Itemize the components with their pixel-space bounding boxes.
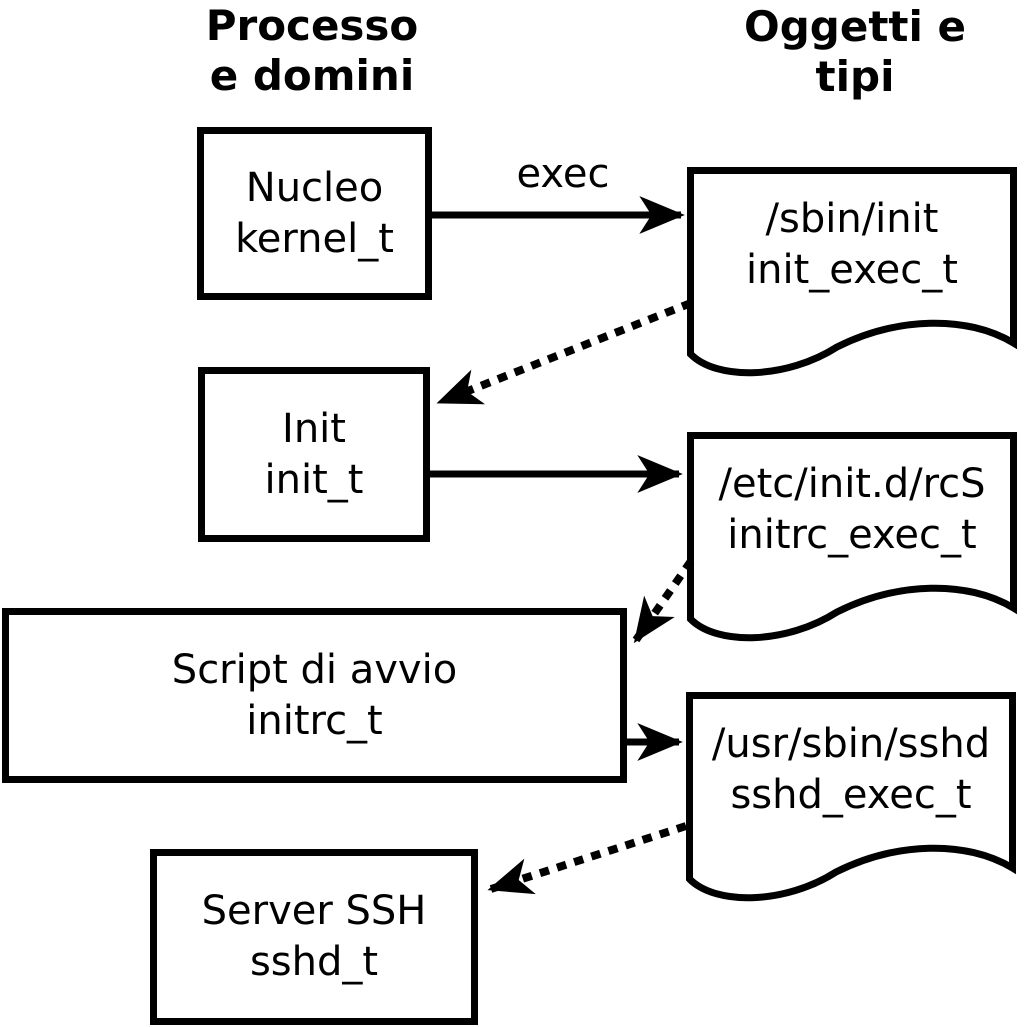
process-node-init-label: Init	[282, 405, 346, 452]
object-node-init-exec: /sbin/init init_exec_t	[691, 194, 1013, 296]
process-node-kernel-label: Nucleo	[245, 164, 384, 211]
process-node-sshd: Server SSH sshd_t	[150, 849, 478, 1025]
exec-arrow-label: exec	[516, 151, 610, 197]
process-node-sshd-label: Server SSH	[201, 888, 427, 934]
object-node-sshd-exec-path: /usr/sbin/sshd	[711, 721, 991, 767]
object-node-init-exec-path: /sbin/init	[765, 196, 939, 242]
column-header-processes-line1: Processo	[205, 1, 419, 50]
object-node-init-exec-type: init_exec_t	[746, 247, 958, 293]
transition-arrow-initrc-exec-to-initrc	[632, 558, 695, 644]
process-node-initrc: Script di avvio initrc_t	[2, 608, 627, 783]
object-node-initrc-exec-type: initrc_exec_t	[727, 512, 977, 558]
process-node-init: Init init_t	[198, 367, 430, 542]
document-shape-sshd-exec	[686, 692, 1016, 902]
process-node-initrc-label: Script di avvio	[171, 646, 458, 693]
transition-arrow-sshd-exec-to-sshd	[487, 822, 688, 895]
object-node-sshd-exec-type: sshd_exec_t	[730, 772, 972, 818]
object-node-initrc-exec: /etc/init.d/rcS initrc_exec_t	[691, 459, 1013, 561]
object-node-sshd-exec: /usr/sbin/sshd sshd_exec_t	[690, 719, 1012, 821]
column-header-objects-line2: tipi	[815, 52, 895, 101]
column-header-processes-line2: e domini	[209, 51, 415, 100]
process-node-initrc-domain: initrc_t	[246, 697, 383, 744]
column-header-processes: Processo e domini	[152, 1, 472, 101]
document-shape-initrc-exec	[687, 432, 1017, 642]
process-node-init-domain: init_t	[264, 456, 364, 503]
column-header-objects: Oggetti e tipi	[695, 2, 1015, 102]
process-node-kernel: Nucleo kernel_t	[197, 127, 432, 300]
document-shape-init-exec	[687, 167, 1017, 377]
column-header-objects-line1: Oggetti e	[744, 2, 966, 51]
object-node-initrc-exec-path: /etc/init.d/rcS	[718, 461, 986, 507]
process-node-kernel-domain: kernel_t	[235, 215, 394, 262]
process-node-sshd-domain: sshd_t	[249, 939, 379, 985]
transition-arrow-init-exec-to-init	[436, 299, 693, 406]
